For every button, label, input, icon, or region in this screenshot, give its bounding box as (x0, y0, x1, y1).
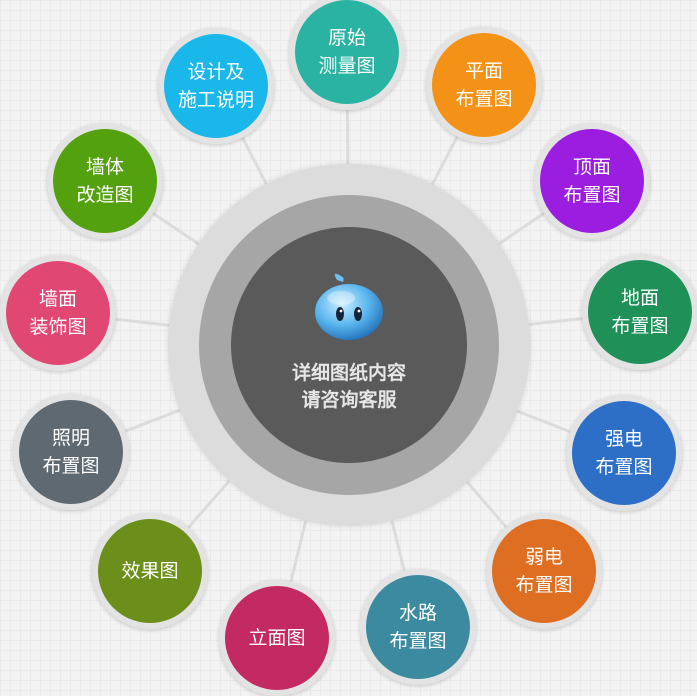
node-circle: 原始测量图 (295, 0, 399, 104)
node-water-route-layout: 水路布置图 (360, 569, 476, 685)
connector-line-floor-layout (527, 318, 585, 325)
node-label-line: 原始 (328, 24, 366, 52)
node-label-line: 改造图 (76, 181, 133, 209)
connector-line-floor-plan-layout (432, 135, 459, 186)
node-circle: 墙体改造图 (53, 129, 157, 233)
node-label-line: 测量图 (318, 52, 375, 80)
node-circle: 顶面布置图 (540, 129, 644, 233)
node-label-line: 布置图 (42, 452, 99, 480)
node-wall-modification: 墙体改造图 (47, 123, 163, 239)
node-label-line: 布置图 (455, 85, 512, 113)
node-label-line: 平面 (465, 57, 503, 85)
node-ceiling-layout: 顶面布置图 (534, 123, 650, 239)
node-lighting-layout: 照明布置图 (13, 394, 129, 510)
connector-line-elevation (290, 519, 306, 584)
node-circle: 平面布置图 (432, 33, 536, 137)
node-label-line: 布置图 (389, 627, 446, 655)
center-text-line-2: 请咨询客服 (249, 388, 449, 412)
node-circle: 弱电布置图 (492, 519, 596, 623)
node-circle: 照明布置图 (19, 400, 123, 504)
connector-line-wall-decoration (114, 319, 171, 325)
node-label-line: 布置图 (611, 312, 668, 340)
node-circle: 强电布置图 (572, 401, 676, 505)
node-label-line: 效果图 (121, 557, 178, 585)
node-circle: 水路布置图 (366, 575, 470, 679)
node-strong-power-layout: 强电布置图 (566, 395, 682, 511)
connector-line-strong-power-layout (516, 410, 572, 432)
node-circle: 设计及施工说明 (164, 34, 268, 138)
connector-line-lighting-layout (123, 409, 182, 432)
blue-chat-mascot-icon (311, 272, 387, 344)
node-label-line: 布置图 (515, 571, 572, 599)
node-label-line: 墙面 (39, 285, 77, 313)
node-label-line: 布置图 (563, 181, 620, 209)
connector-line-water-route-layout (392, 519, 405, 573)
center-text-line-1: 详细图纸内容 (249, 361, 449, 385)
node-label-line: 地面 (621, 284, 659, 312)
connector-line-wall-modification (152, 212, 201, 245)
node-wall-decoration: 墙面装饰图 (0, 255, 116, 371)
node-label-line: 弱电 (525, 543, 563, 571)
node-label-line: 装饰图 (29, 313, 86, 341)
node-label-line: 设计及 (187, 58, 244, 86)
node-elevation: 立面图 (219, 580, 335, 696)
node-design-construction-notes: 设计及施工说明 (158, 28, 274, 144)
node-label-line: 布置图 (595, 453, 652, 481)
node-label-line: 强电 (605, 425, 643, 453)
node-label-line: 立面图 (248, 624, 305, 652)
node-weak-power-layout: 弱电布置图 (486, 513, 602, 629)
node-floor-plan-layout: 平面布置图 (426, 27, 542, 143)
node-rendering: 效果图 (92, 513, 208, 629)
connector-line-design-construction-notes (242, 136, 268, 186)
node-circle: 墙面装饰图 (6, 261, 110, 365)
center-circle (231, 227, 467, 463)
node-label-line: 顶面 (573, 153, 611, 181)
connector-line-weak-power-layout (466, 481, 508, 529)
node-label-line: 照明 (52, 424, 90, 452)
node-circle: 效果图 (98, 519, 202, 623)
node-label-line: 施工说明 (178, 86, 254, 114)
node-floor-layout: 地面布置图 (582, 254, 697, 370)
node-circle: 地面布置图 (588, 260, 692, 364)
node-label-line: 水路 (399, 599, 437, 627)
connector-line-rendering (187, 479, 231, 529)
connector-line-ceiling-layout (497, 212, 545, 245)
node-label-line: 墙体 (86, 153, 124, 181)
node-circle: 立面图 (225, 586, 329, 690)
